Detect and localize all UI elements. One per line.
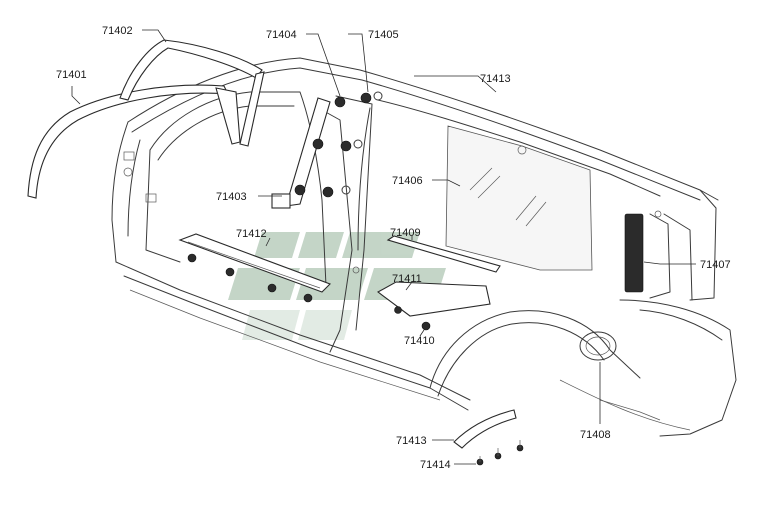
- callout-labels: 71401 71402 71404 71405 71413 71406 7140…: [56, 25, 731, 471]
- part-71411-scuff: [376, 281, 491, 317]
- callout-71402: 71402: [102, 25, 133, 37]
- callout-71403: 71403: [216, 191, 247, 203]
- callout-71414: 71414: [420, 459, 451, 471]
- callout-71410: 71410: [404, 335, 435, 347]
- callout-71407: 71407: [700, 259, 731, 271]
- callout-71413-bottom: 71413: [396, 435, 427, 447]
- callout-71401: 71401: [56, 69, 87, 81]
- part-71402-weatherstrip: [119, 39, 265, 147]
- callout-71404: 71404: [266, 29, 297, 41]
- callout-71408: 71408: [580, 429, 611, 441]
- part-71403-garnish: [271, 97, 331, 209]
- fasteners-71404-71405: [294, 91, 383, 198]
- callout-71409: 71409: [390, 227, 421, 239]
- callout-71405: 71405: [368, 29, 399, 41]
- part-71410-clip: [421, 321, 431, 331]
- part-71413-arch-molding: [453, 409, 517, 449]
- part-71412-scuff-plate: [178, 233, 331, 303]
- part-71414-screws: [476, 440, 524, 466]
- callout-71413-top: 71413: [480, 73, 511, 85]
- callout-71411: 71411: [392, 273, 422, 285]
- callout-71412: 71412: [236, 228, 267, 240]
- leader-lines: [71, 29, 696, 465]
- part-71401-weatherstrip: [27, 84, 241, 199]
- part-71409-trim: [386, 235, 501, 273]
- callout-71406: 71406: [392, 175, 423, 187]
